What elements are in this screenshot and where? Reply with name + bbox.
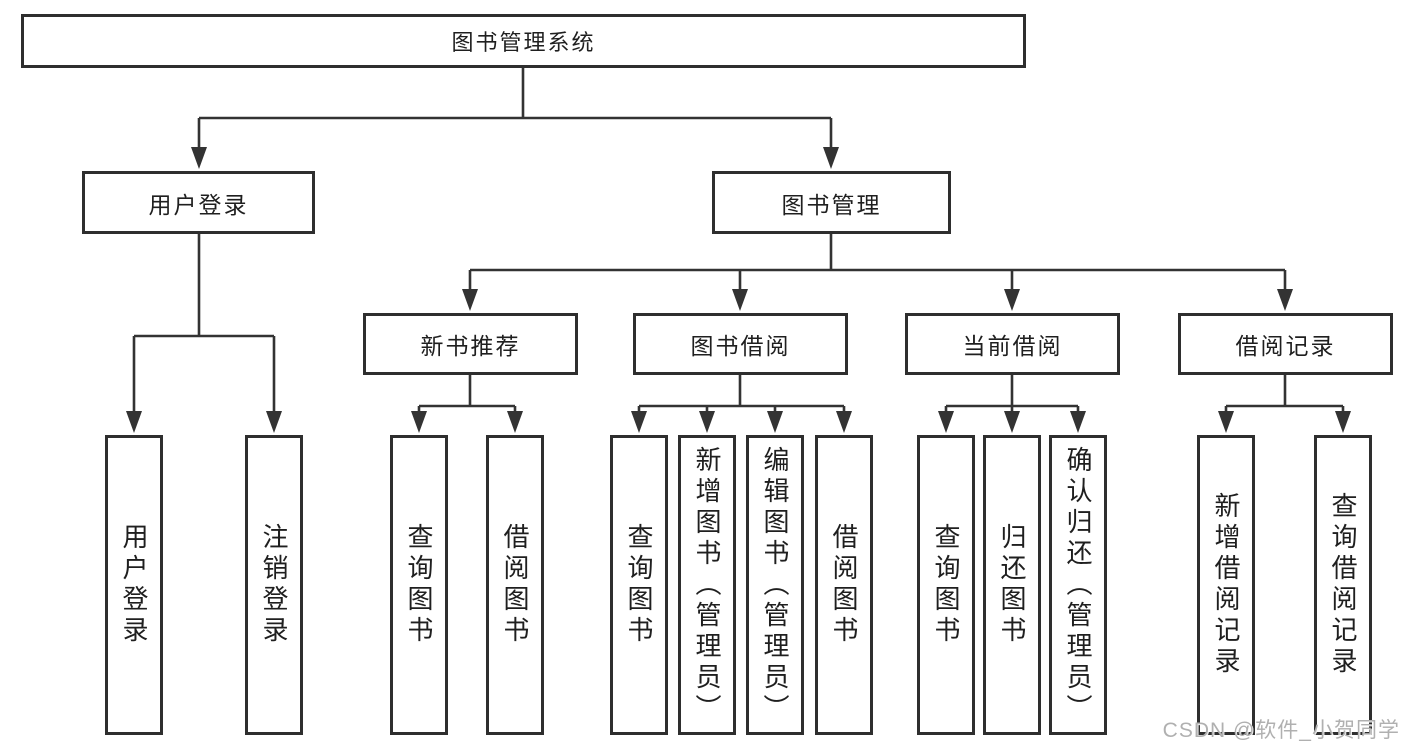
tree-connectors	[132, 68, 1345, 413]
arrowheads	[126, 147, 1351, 433]
node-book-borrow: 图书借阅	[633, 313, 848, 375]
node-book-management-branch: 图书管理	[712, 171, 951, 234]
node-current-borrow: 当前借阅	[905, 313, 1120, 375]
leaf-logout: 注销登录	[245, 435, 303, 735]
leaf-add-borrow-record: 新增借阅记录	[1197, 435, 1255, 735]
leaf-borrow-books-recommend: 借阅图书	[486, 435, 544, 735]
leaf-query-books-borrow: 查询图书	[610, 435, 668, 735]
leaf-query-borrow-record: 查询借阅记录	[1314, 435, 1372, 735]
leaf-query-books-recommend: 查询图书	[390, 435, 448, 735]
leaf-user-login: 用户登录	[105, 435, 163, 735]
node-root-system: 图书管理系统	[21, 14, 1026, 68]
leaf-confirm-return-admin: 确认归还（管理员）	[1049, 435, 1107, 735]
leaf-return-books: 归还图书	[983, 435, 1041, 735]
csdn-watermark: CSDN @软件_小贺同学	[1162, 719, 1400, 742]
leaf-borrow-books: 借阅图书	[815, 435, 873, 735]
node-borrow-records: 借阅记录	[1178, 313, 1393, 375]
node-user-login-branch: 用户登录	[82, 171, 315, 234]
node-new-book-recommend: 新书推荐	[363, 313, 578, 375]
leaf-query-books-current: 查询图书	[917, 435, 975, 735]
leaf-add-books-admin: 新增图书（管理员）	[678, 435, 736, 735]
leaf-edit-books-admin: 编辑图书（管理员）	[746, 435, 804, 735]
